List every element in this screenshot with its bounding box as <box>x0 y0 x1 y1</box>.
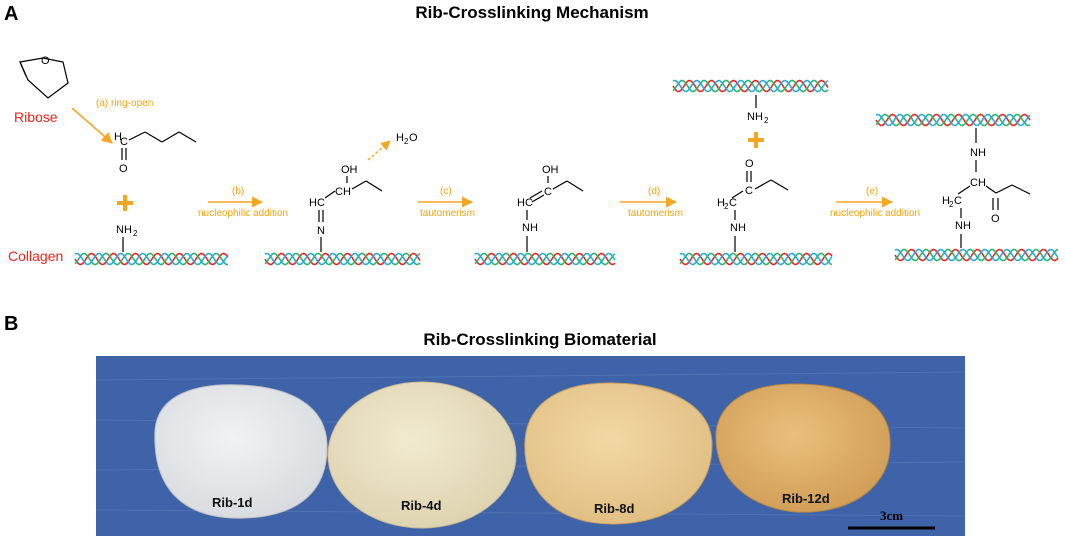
svg-text:NH: NH <box>747 111 763 123</box>
svg-text:O: O <box>991 213 1000 225</box>
panel-a-letter: A <box>4 3 18 25</box>
svg-text:Rib-12d: Rib-12d <box>782 491 830 506</box>
collagen-amine: NH 2 <box>116 224 138 252</box>
svg-text:HC: HC <box>309 197 325 209</box>
step-b-label: (b) <box>232 186 244 197</box>
helix-strand <box>264 252 421 266</box>
panel-b-letter: B <box>4 313 18 335</box>
svg-text:2: 2 <box>404 137 409 146</box>
svg-text:Rib-8d: Rib-8d <box>594 501 635 516</box>
svg-text:NH: NH <box>522 222 538 234</box>
svg-text:2: 2 <box>133 229 138 238</box>
svg-text:NH: NH <box>116 224 132 236</box>
svg-text:OH: OH <box>542 164 559 176</box>
helix-strand <box>894 248 1059 262</box>
step-d-desc: tautomerism <box>628 208 683 219</box>
helix-strand <box>474 252 616 266</box>
svg-text:C: C <box>120 136 128 148</box>
svg-text:OH: OH <box>341 164 358 176</box>
collagen-helix-2 <box>264 252 421 266</box>
collagen-helix-5 <box>894 248 1059 262</box>
helix-strand <box>672 79 829 93</box>
arrow-step-a <box>71 107 113 144</box>
svg-text:2: 2 <box>764 116 769 125</box>
ketone-structure: O C H 2 C NH <box>717 158 789 252</box>
helix-strand <box>74 252 229 266</box>
collagen-label: Collagen <box>8 248 63 264</box>
helix-strand <box>264 252 421 266</box>
svg-text:NH: NH <box>970 147 986 159</box>
helix-strand <box>474 252 616 266</box>
sample-disc-rib-12d: Rib-12d <box>715 383 891 513</box>
collagen-helix-4 <box>679 252 833 266</box>
helix-strand <box>679 252 833 266</box>
svg-text:H: H <box>942 195 950 207</box>
sample-disc-rib-4d: Rib-4d <box>327 381 517 529</box>
svg-text:2: 2 <box>724 202 729 211</box>
sample-disc-rib-8d: Rib-8d <box>524 382 713 525</box>
helix-strand <box>875 113 1031 127</box>
panel-b-title: Rib-Crosslinking Biomaterial <box>423 330 656 349</box>
svg-text:CH: CH <box>970 177 986 189</box>
step-b-desc: nucleophilic addition <box>198 208 288 219</box>
step-c-label: (c) <box>440 186 452 197</box>
svg-text:Rib-4d: Rib-4d <box>401 498 442 513</box>
step-e-desc: nucleophilic addition <box>830 208 920 219</box>
enol-structure: OH C HC NH <box>517 164 584 252</box>
svg-text:H: H <box>114 131 122 143</box>
svg-text:NH: NH <box>730 222 746 234</box>
svg-text:C: C <box>544 186 552 198</box>
helix-strand <box>672 79 829 93</box>
svg-text:CH: CH <box>335 186 351 198</box>
open-chain-ribose: H C O <box>114 131 197 175</box>
sample-disc-rib-1d: Rib-1d <box>154 384 328 519</box>
helix-strand <box>74 252 229 266</box>
svg-text:H: H <box>717 197 725 209</box>
schiff-base-structure: OH CH HC N <box>309 164 383 252</box>
step-e-label: (e) <box>866 186 878 197</box>
panel-a-title: Rib-Crosslinking Mechanism <box>415 3 648 22</box>
step-a-label: (a) ring-open <box>96 98 153 109</box>
svg-text:H: H <box>396 132 404 144</box>
helix-strand <box>875 113 1031 127</box>
svg-text:N: N <box>317 225 325 237</box>
amine-reactant-d: NH 2 <box>747 95 769 125</box>
helix-strand <box>264 252 421 266</box>
collagen-helix-5-top <box>875 113 1031 127</box>
ring-oxygen: O <box>41 55 50 67</box>
svg-text:Rib-1d: Rib-1d <box>212 495 253 510</box>
step-c-desc: tautomerism <box>420 208 475 219</box>
scale-bar-label: 3cm <box>880 508 903 523</box>
svg-text:HC: HC <box>517 197 533 209</box>
collagen-helix-1 <box>74 252 229 266</box>
water-release-arrow <box>367 140 391 161</box>
helix-strand <box>474 252 616 266</box>
collagen-helix-3 <box>474 252 616 266</box>
step-d-label: (d) <box>648 186 660 197</box>
svg-text:C: C <box>954 195 962 207</box>
helix-strand <box>875 113 1031 127</box>
svg-text:O: O <box>409 132 418 144</box>
plus-sign-2 <box>748 132 764 148</box>
collagen-helix-4-top <box>672 79 829 93</box>
helix-strand <box>894 248 1059 262</box>
svg-text:C: C <box>745 185 753 197</box>
helix-strand <box>74 252 229 266</box>
svg-text:2: 2 <box>949 200 954 209</box>
plus-sign-1 <box>117 195 133 211</box>
svg-text:C: C <box>729 197 737 209</box>
svg-text:O: O <box>119 163 128 175</box>
svg-text:O: O <box>745 158 754 170</box>
helix-strand <box>672 79 829 93</box>
svg-text:NH: NH <box>955 220 971 232</box>
crosslink-structure: NH CH O H 2 C NH <box>942 128 1031 248</box>
ribose-label: Ribose <box>14 109 58 125</box>
helix-strand <box>679 252 833 266</box>
water-molecule: H 2 O <box>396 132 418 146</box>
ribose-structure: O <box>19 55 69 99</box>
